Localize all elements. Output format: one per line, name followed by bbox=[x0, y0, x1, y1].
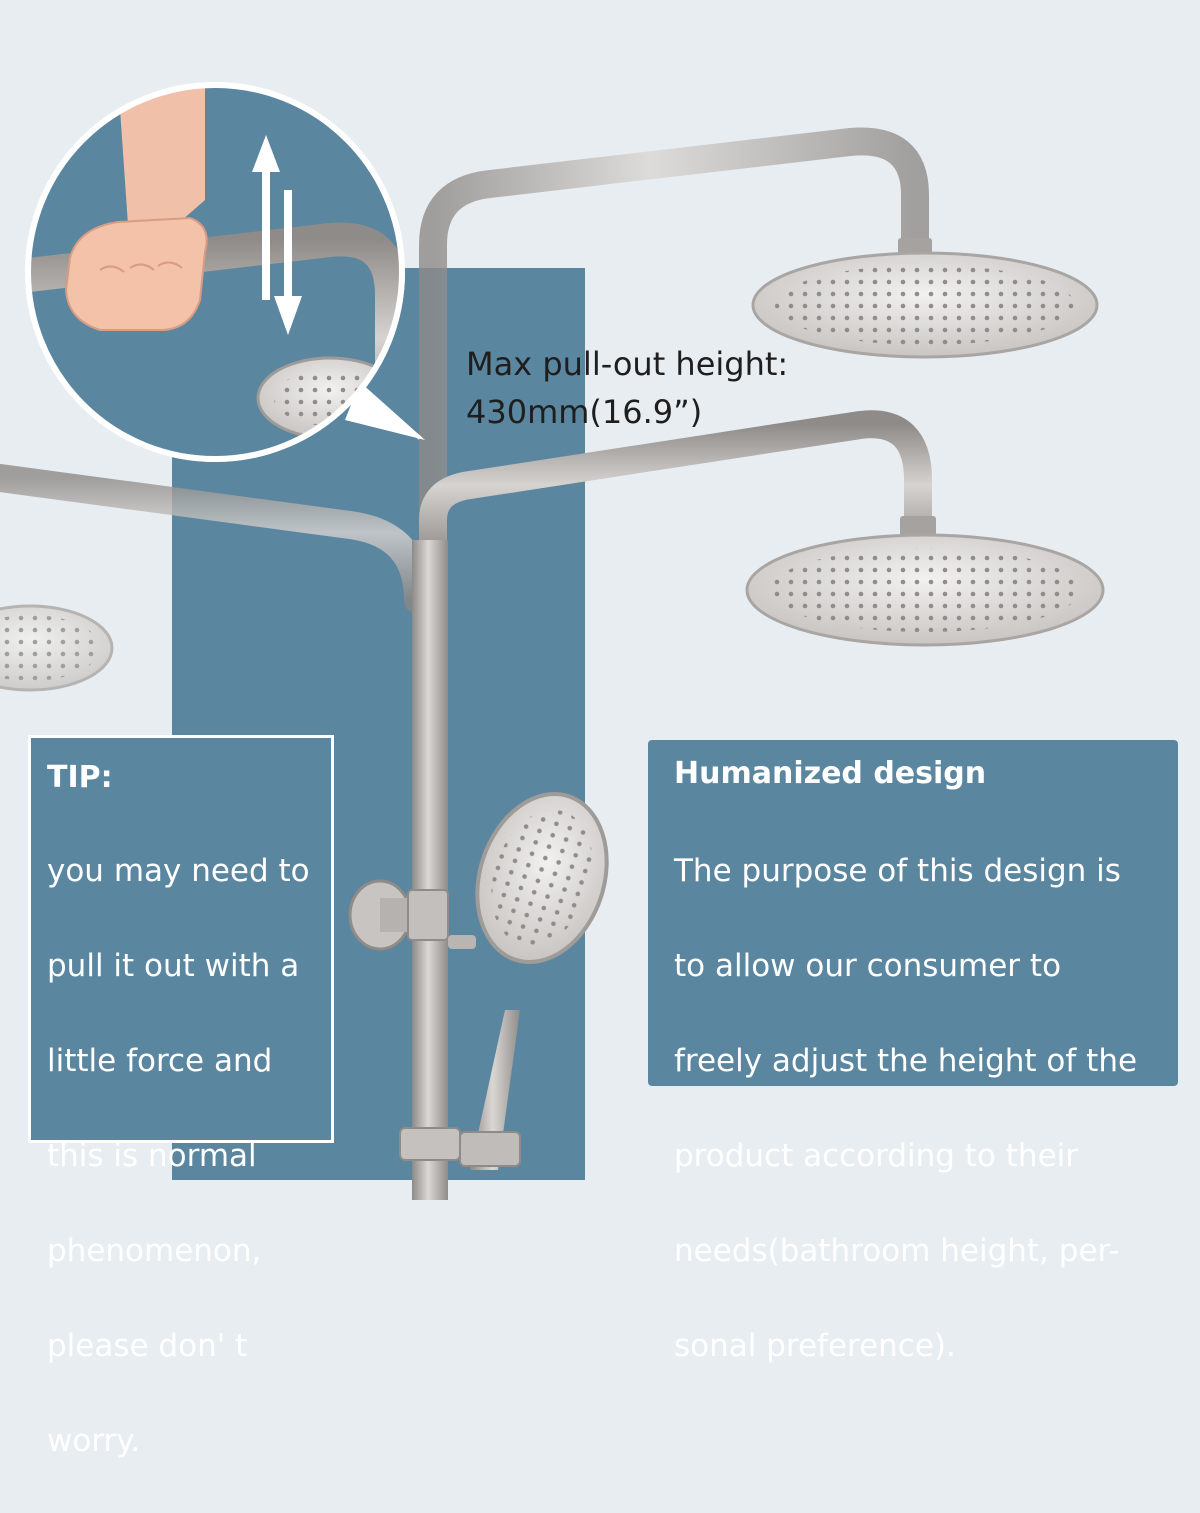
design-line: The purpose of this design is bbox=[674, 852, 1121, 889]
hand-grip-icon bbox=[64, 87, 208, 331]
tip-body: you may need to pull it out with a littl… bbox=[47, 800, 319, 1513]
caption-line-1: Max pull-out height: bbox=[466, 345, 789, 383]
rain-shower-head-top bbox=[751, 251, 1099, 359]
riser-pipe-extended bbox=[419, 127, 929, 1180]
design-line: product according to their bbox=[674, 1137, 1079, 1174]
tip-line: you may need to bbox=[47, 852, 310, 889]
pull-out-height-caption: Max pull-out height: 430mm(16.9”) bbox=[466, 340, 788, 436]
tip-line: this is normal bbox=[47, 1137, 257, 1174]
wall-bracket bbox=[348, 879, 449, 951]
tip-title: TIP: bbox=[47, 760, 113, 795]
design-line: needs(bathroom height, per- bbox=[674, 1232, 1120, 1269]
tip-line: worry. bbox=[47, 1422, 141, 1459]
shower-arm bbox=[419, 410, 932, 560]
rain-shower-head bbox=[745, 533, 1105, 647]
product-illustration bbox=[0, 82, 1105, 1200]
tip-line: little force and bbox=[47, 1042, 273, 1079]
hand-shower bbox=[448, 791, 609, 1170]
caption-line-2: 430mm(16.9”) bbox=[466, 393, 703, 431]
design-title: Humanized design bbox=[674, 756, 987, 791]
design-line: sonal preference). bbox=[674, 1327, 956, 1364]
design-body: The purpose of this design is to allow o… bbox=[674, 800, 1168, 1418]
tip-line: please don' t bbox=[47, 1327, 248, 1364]
tip-line: phenomenon, bbox=[47, 1232, 262, 1269]
up-down-arrows-icon bbox=[252, 135, 302, 335]
riser-pipe bbox=[412, 540, 448, 1200]
design-line: freely adjust the height of the bbox=[674, 1042, 1138, 1079]
tip-card: TIP: you may need to pull it out with a … bbox=[28, 735, 334, 1459]
humanized-design-card: Humanized design The purpose of this des… bbox=[648, 740, 1178, 1364]
design-line: to allow our consumer to bbox=[674, 947, 1062, 984]
hand-shower-holder bbox=[399, 1127, 521, 1167]
tip-line: pull it out with a bbox=[47, 947, 300, 984]
